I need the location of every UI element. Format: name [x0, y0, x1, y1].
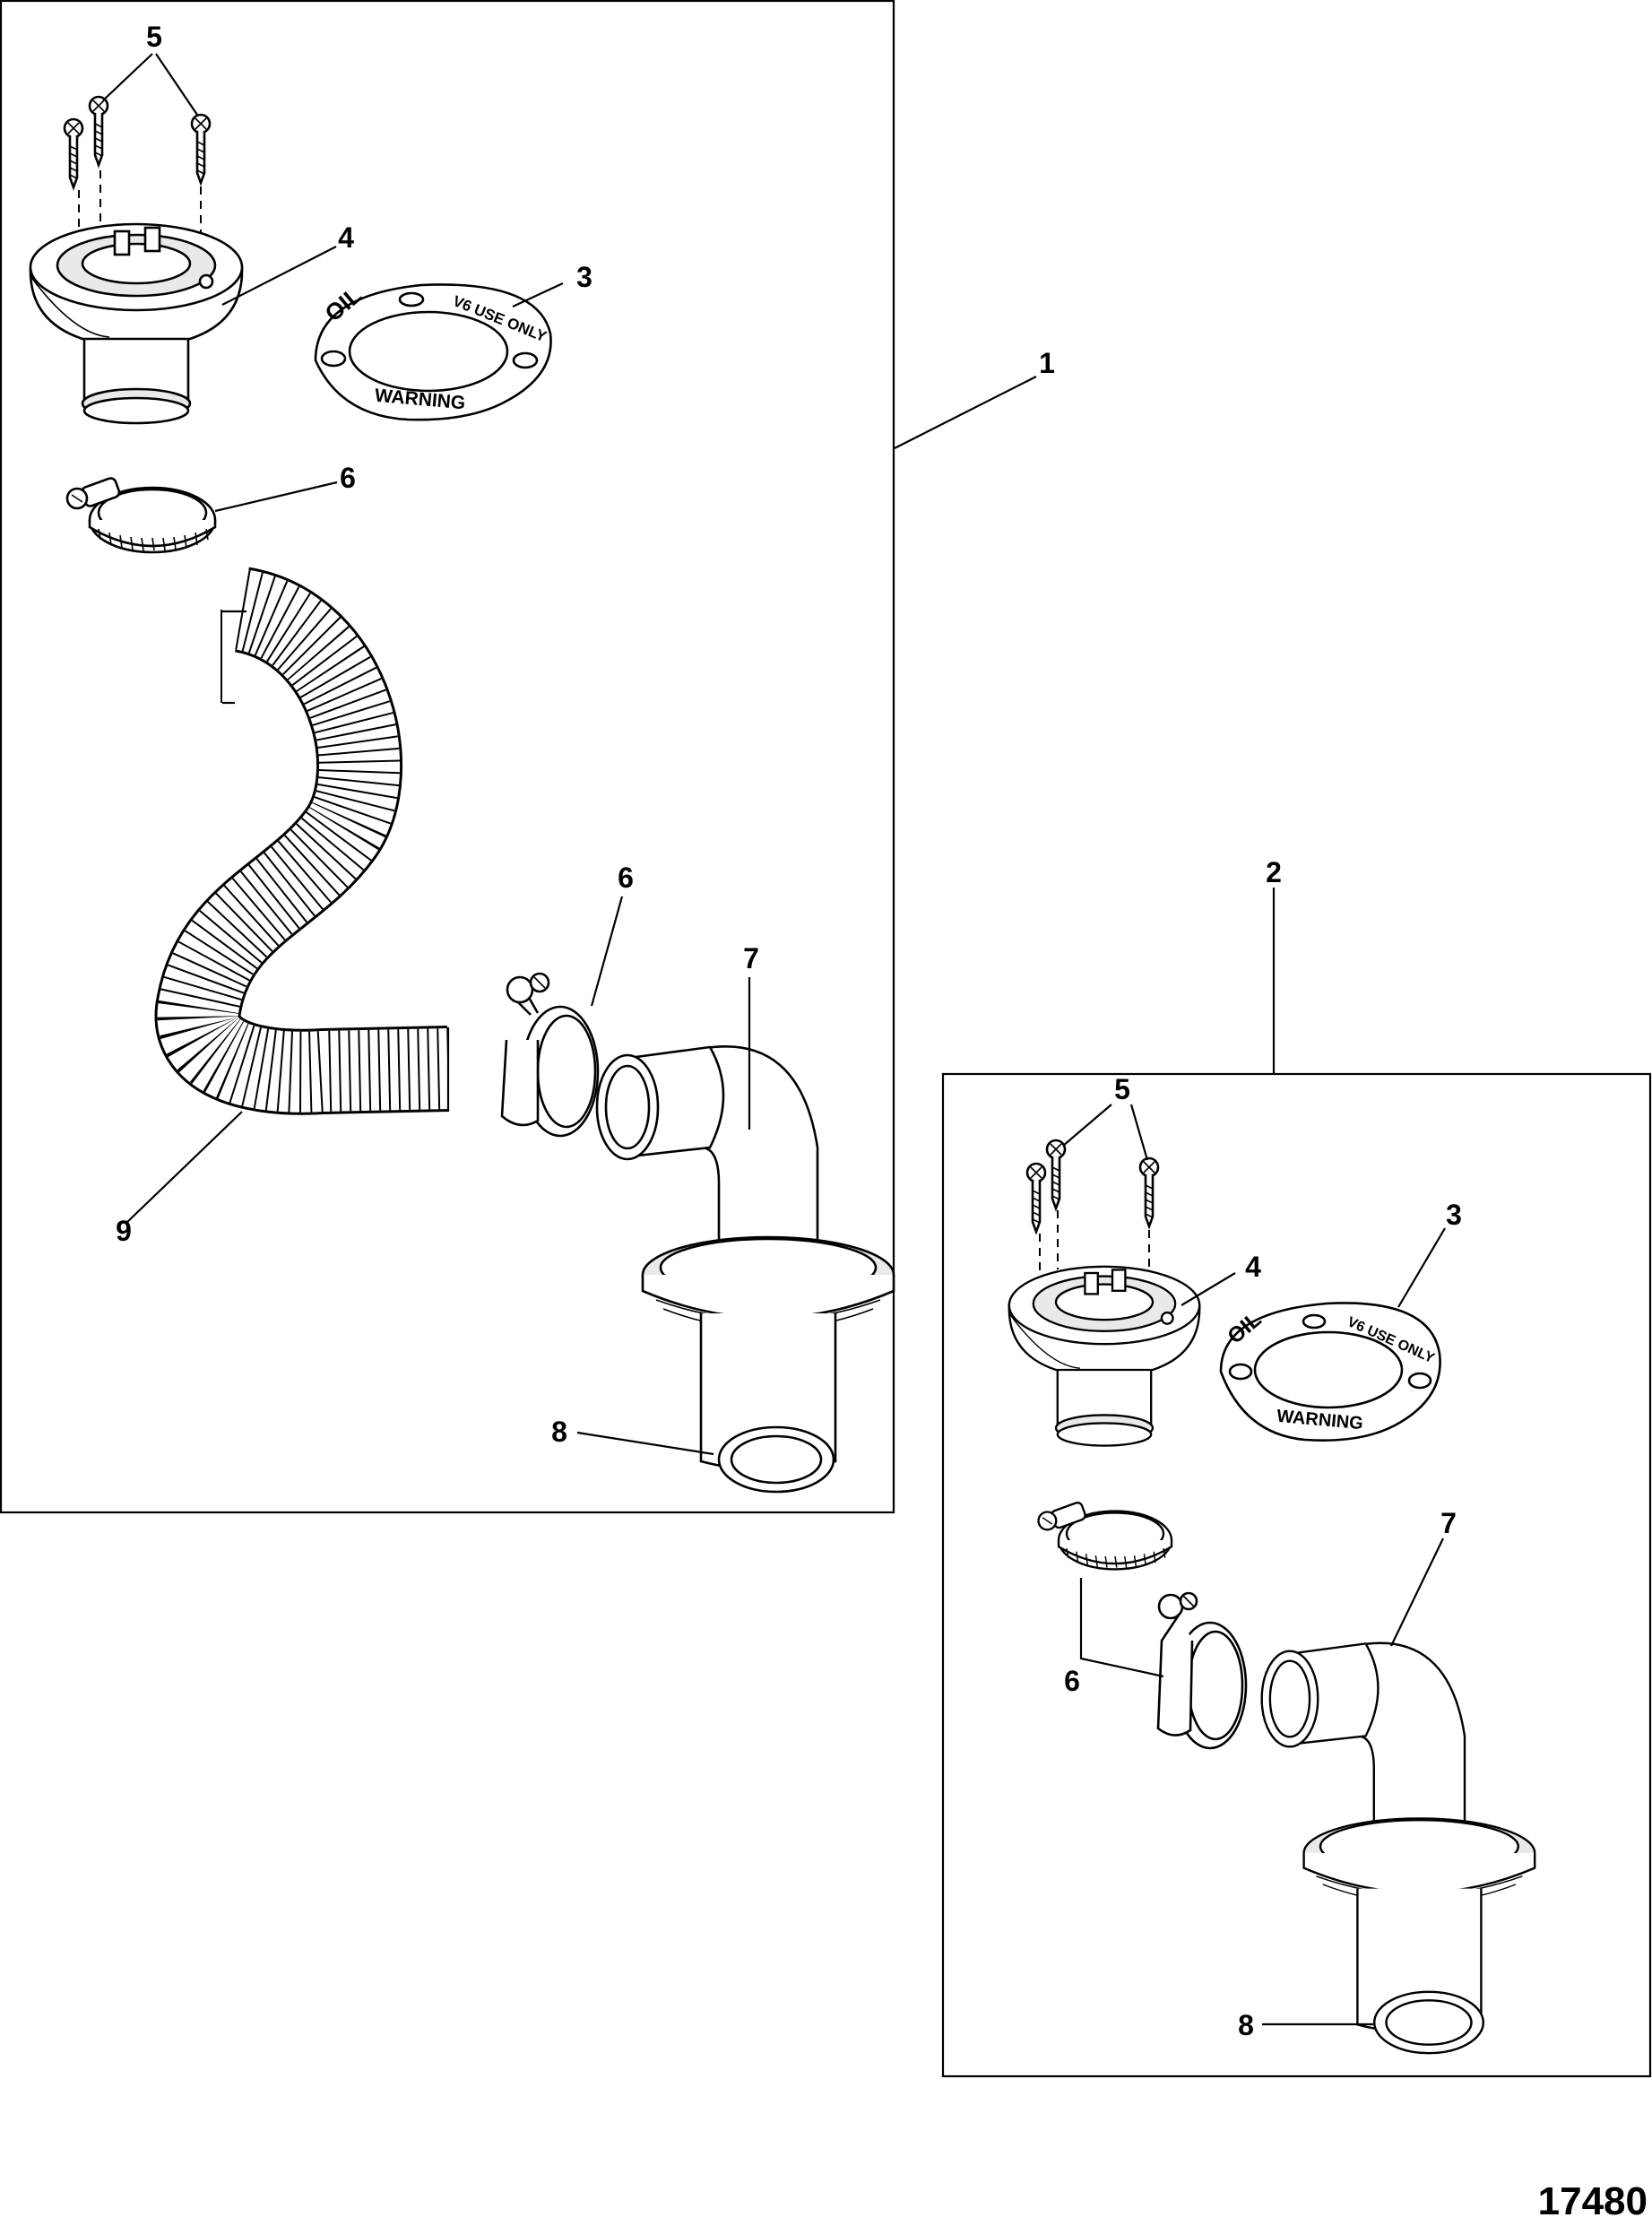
leader-right-5a: [1062, 1104, 1112, 1147]
leader-left-6b: [590, 896, 624, 1007]
callout-right-fill-cap: 4: [1245, 1251, 1261, 1283]
screw-right-c: [1138, 1156, 1160, 1228]
leader-left-3: [512, 282, 564, 307]
callout-left-screws: 5: [146, 21, 162, 53]
screw-left-c: [190, 113, 212, 185]
callout-left-hose: 9: [116, 1215, 132, 1247]
leader-left-5b: [155, 53, 198, 116]
warning-decal-left: OIL V6 USE ONLY WARNING: [314, 281, 552, 421]
callout-right-washer: 8: [1238, 2009, 1254, 2041]
callout-kit-2: 2: [1266, 856, 1282, 888]
callout-left-decal: 3: [576, 261, 592, 293]
hose-clamp-left-upper: [65, 475, 217, 554]
elbow-fitting-right: [1260, 1641, 1536, 2034]
callout-right-elbow: 7: [1440, 1507, 1457, 1539]
kit-frame-left: [0, 0, 895, 1514]
leader-left-4: [221, 246, 337, 306]
fill-cap-right: [1008, 1265, 1201, 1447]
callout-right-clamps: 6: [1064, 1665, 1080, 1697]
elbow-fitting-left: [595, 1045, 895, 1472]
screw-left-b: [88, 95, 109, 167]
screw-right-b: [1045, 1139, 1067, 1210]
callout-kit-1: 1: [1039, 347, 1055, 379]
leader-right-7: [1390, 1537, 1444, 1647]
callout-left-fill-cap: 4: [338, 221, 354, 254]
hose-clamp-right-upper: [1037, 1500, 1173, 1571]
corrugated-hose: [154, 567, 450, 1115]
leader-kit-1: [894, 376, 1037, 449]
leader-right-6: [1079, 1578, 1164, 1678]
screw-right-a: [1025, 1162, 1047, 1234]
leader-left-6a: [214, 481, 338, 513]
leader-left-8: [576, 1431, 714, 1456]
sealing-washer-left: [717, 1425, 835, 1494]
leader-left-9: [125, 1111, 243, 1225]
screw-left-a: [63, 117, 84, 189]
callout-left-clamp-lower: 6: [618, 862, 634, 894]
hose-clamp-right-lower: [1156, 1591, 1248, 1750]
kit-frame-right: [941, 1072, 1652, 2078]
warning-decal-right: OIL V6 USE ONLY WARNING: [1219, 1302, 1441, 1442]
callout-left-clamp-upper: 6: [340, 462, 356, 494]
callout-right-screws: 5: [1114, 1073, 1130, 1105]
leader-right-5b: [1129, 1104, 1149, 1161]
callout-left-washer: 8: [551, 1416, 567, 1448]
leader-left-5a: [102, 53, 153, 101]
figure-number: 17480: [1538, 2179, 1648, 2223]
callout-left-elbow: 7: [743, 942, 759, 974]
callout-right-decal: 3: [1446, 1199, 1462, 1231]
leader-right-4: [1181, 1272, 1236, 1306]
leader-right-3: [1397, 1227, 1446, 1308]
sealing-washer-right: [1372, 1990, 1485, 2055]
fill-cap-left: [29, 222, 244, 425]
hose-clamp-left-lower: [500, 972, 600, 1138]
